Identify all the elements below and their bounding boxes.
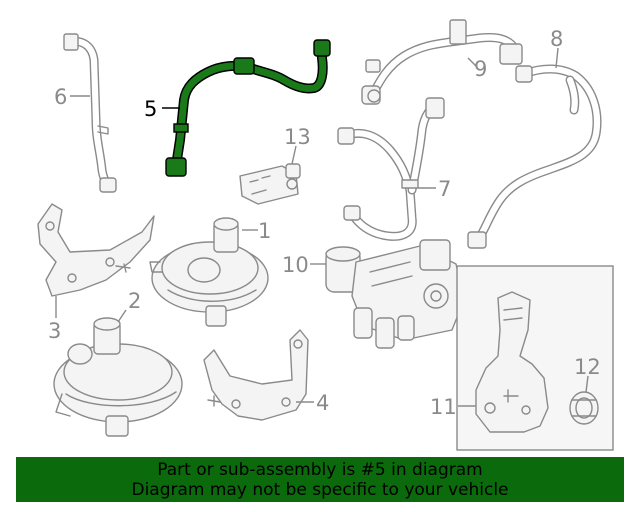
banner-line-2: Diagram may not be specific to your vehi… — [131, 480, 509, 500]
callout-9[interactable]: 9 — [474, 57, 487, 81]
callout-12[interactable]: 12 — [574, 355, 601, 379]
leader-13 — [291, 145, 297, 165]
part-13-sensor[interactable] — [239, 163, 301, 205]
callout-4[interactable]: 4 — [316, 391, 329, 415]
leader-12 — [585, 375, 589, 393]
callout-8[interactable]: 8 — [550, 27, 563, 51]
part-4-bracket[interactable] — [203, 329, 309, 421]
part-6-hose[interactable] — [63, 33, 117, 193]
callout-6[interactable]: 6 — [54, 85, 67, 109]
callout-5[interactable]: 5 — [144, 97, 157, 121]
part-10-thermostat-housing[interactable] — [325, 239, 465, 349]
info-banner: Part or sub-assembly is #5 in diagram Di… — [16, 457, 624, 502]
part-3-bracket[interactable] — [37, 203, 155, 297]
parts-diagram: 6 5 9 8 — [37, 19, 614, 451]
leader-8 — [555, 47, 559, 69]
callout-11[interactable]: 11 — [430, 395, 457, 419]
part-11-bracket[interactable] — [475, 291, 549, 433]
part-2-pump[interactable] — [53, 317, 183, 437]
leader-9 — [467, 57, 477, 67]
part-12-clip[interactable] — [569, 391, 599, 425]
leader-2 — [117, 309, 127, 323]
callout-1[interactable]: 1 — [258, 219, 271, 243]
callout-2[interactable]: 2 — [128, 289, 141, 313]
callout-3[interactable]: 3 — [48, 319, 61, 343]
part-5-hose[interactable] — [165, 39, 331, 177]
callout-13[interactable]: 13 — [284, 125, 311, 149]
part-9-hose[interactable] — [361, 19, 523, 105]
callout-7[interactable]: 7 — [438, 177, 451, 201]
part-7-hose[interactable] — [337, 97, 445, 241]
part-1-pump[interactable] — [149, 217, 269, 327]
part-8-hose[interactable] — [467, 64, 602, 249]
banner-line-1: Part or sub-assembly is #5 in diagram — [157, 460, 483, 480]
callout-10[interactable]: 10 — [282, 253, 309, 277]
